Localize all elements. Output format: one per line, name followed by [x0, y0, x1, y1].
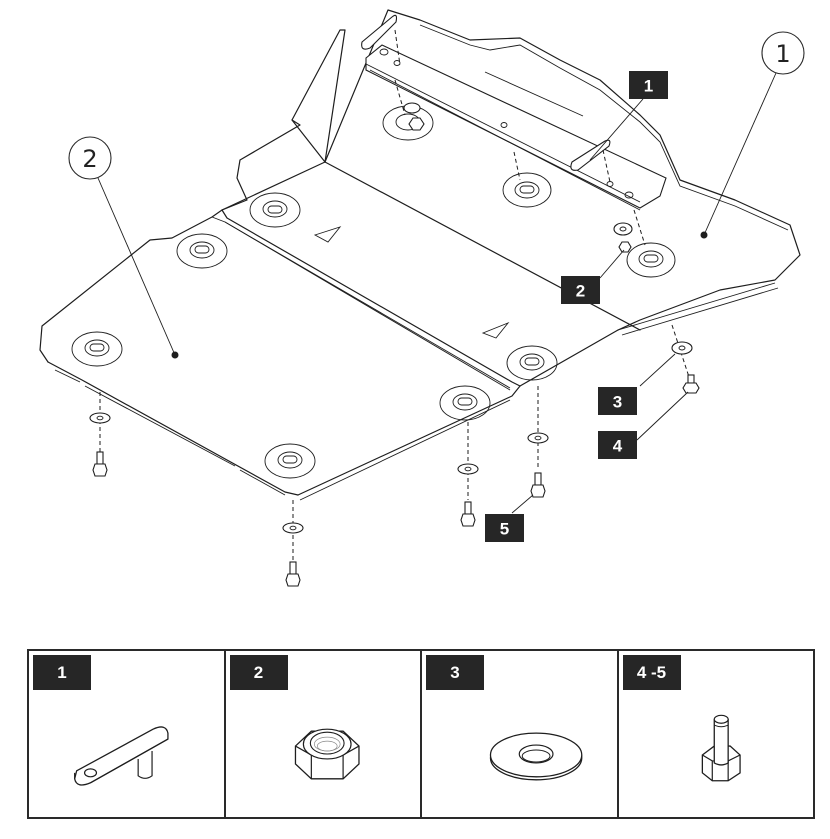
pin-bracket-rail [361, 14, 667, 253]
parts-table: 1 2 3 4 -5 [27, 649, 815, 819]
callout-panel-1: 1 [703, 31, 805, 236]
part-tag: 1 [33, 655, 91, 690]
part-tag: 4 -5 [622, 655, 681, 690]
hex-bolt-icon [701, 714, 741, 782]
washer-icon [489, 732, 583, 781]
exploded-assembly-diagram: 1 2 1 2 3 4 5 [39, 9, 805, 587]
part-cell-hex-nut: 2 [226, 651, 422, 817]
hardware-tag-3: 3 [598, 353, 676, 415]
fastener-stacks [89, 324, 700, 587]
tag-label: 1 [644, 77, 653, 96]
callout-panel-2: 2 [68, 136, 176, 356]
tag-label: 3 [613, 393, 622, 412]
pin-bracket-icon [74, 726, 169, 786]
rear-skid-panel [221, 9, 801, 336]
tag-label: 4 [613, 437, 623, 456]
part-cell-washer: 3 [422, 651, 619, 817]
hardware-tag-1: 1 [589, 71, 668, 161]
tag-label: 2 [576, 282, 585, 301]
front-skid-panel [39, 209, 521, 501]
tag-label: 5 [500, 520, 509, 539]
hardware-tag-4: 4 [598, 391, 689, 459]
hardware-tag-5: 5 [485, 494, 534, 542]
middle-skid-panel [221, 161, 619, 389]
callout-label: 1 [775, 40, 790, 68]
hex-nut-icon [294, 728, 360, 780]
part-cell-hex-bolt: 4 -5 [619, 651, 814, 817]
hardware-tag-2: 2 [561, 249, 625, 304]
part-tag: 3 [426, 655, 484, 690]
callout-label: 2 [82, 145, 97, 173]
part-tag: 2 [229, 655, 288, 690]
part-cell-pin-bracket: 1 [29, 651, 226, 817]
